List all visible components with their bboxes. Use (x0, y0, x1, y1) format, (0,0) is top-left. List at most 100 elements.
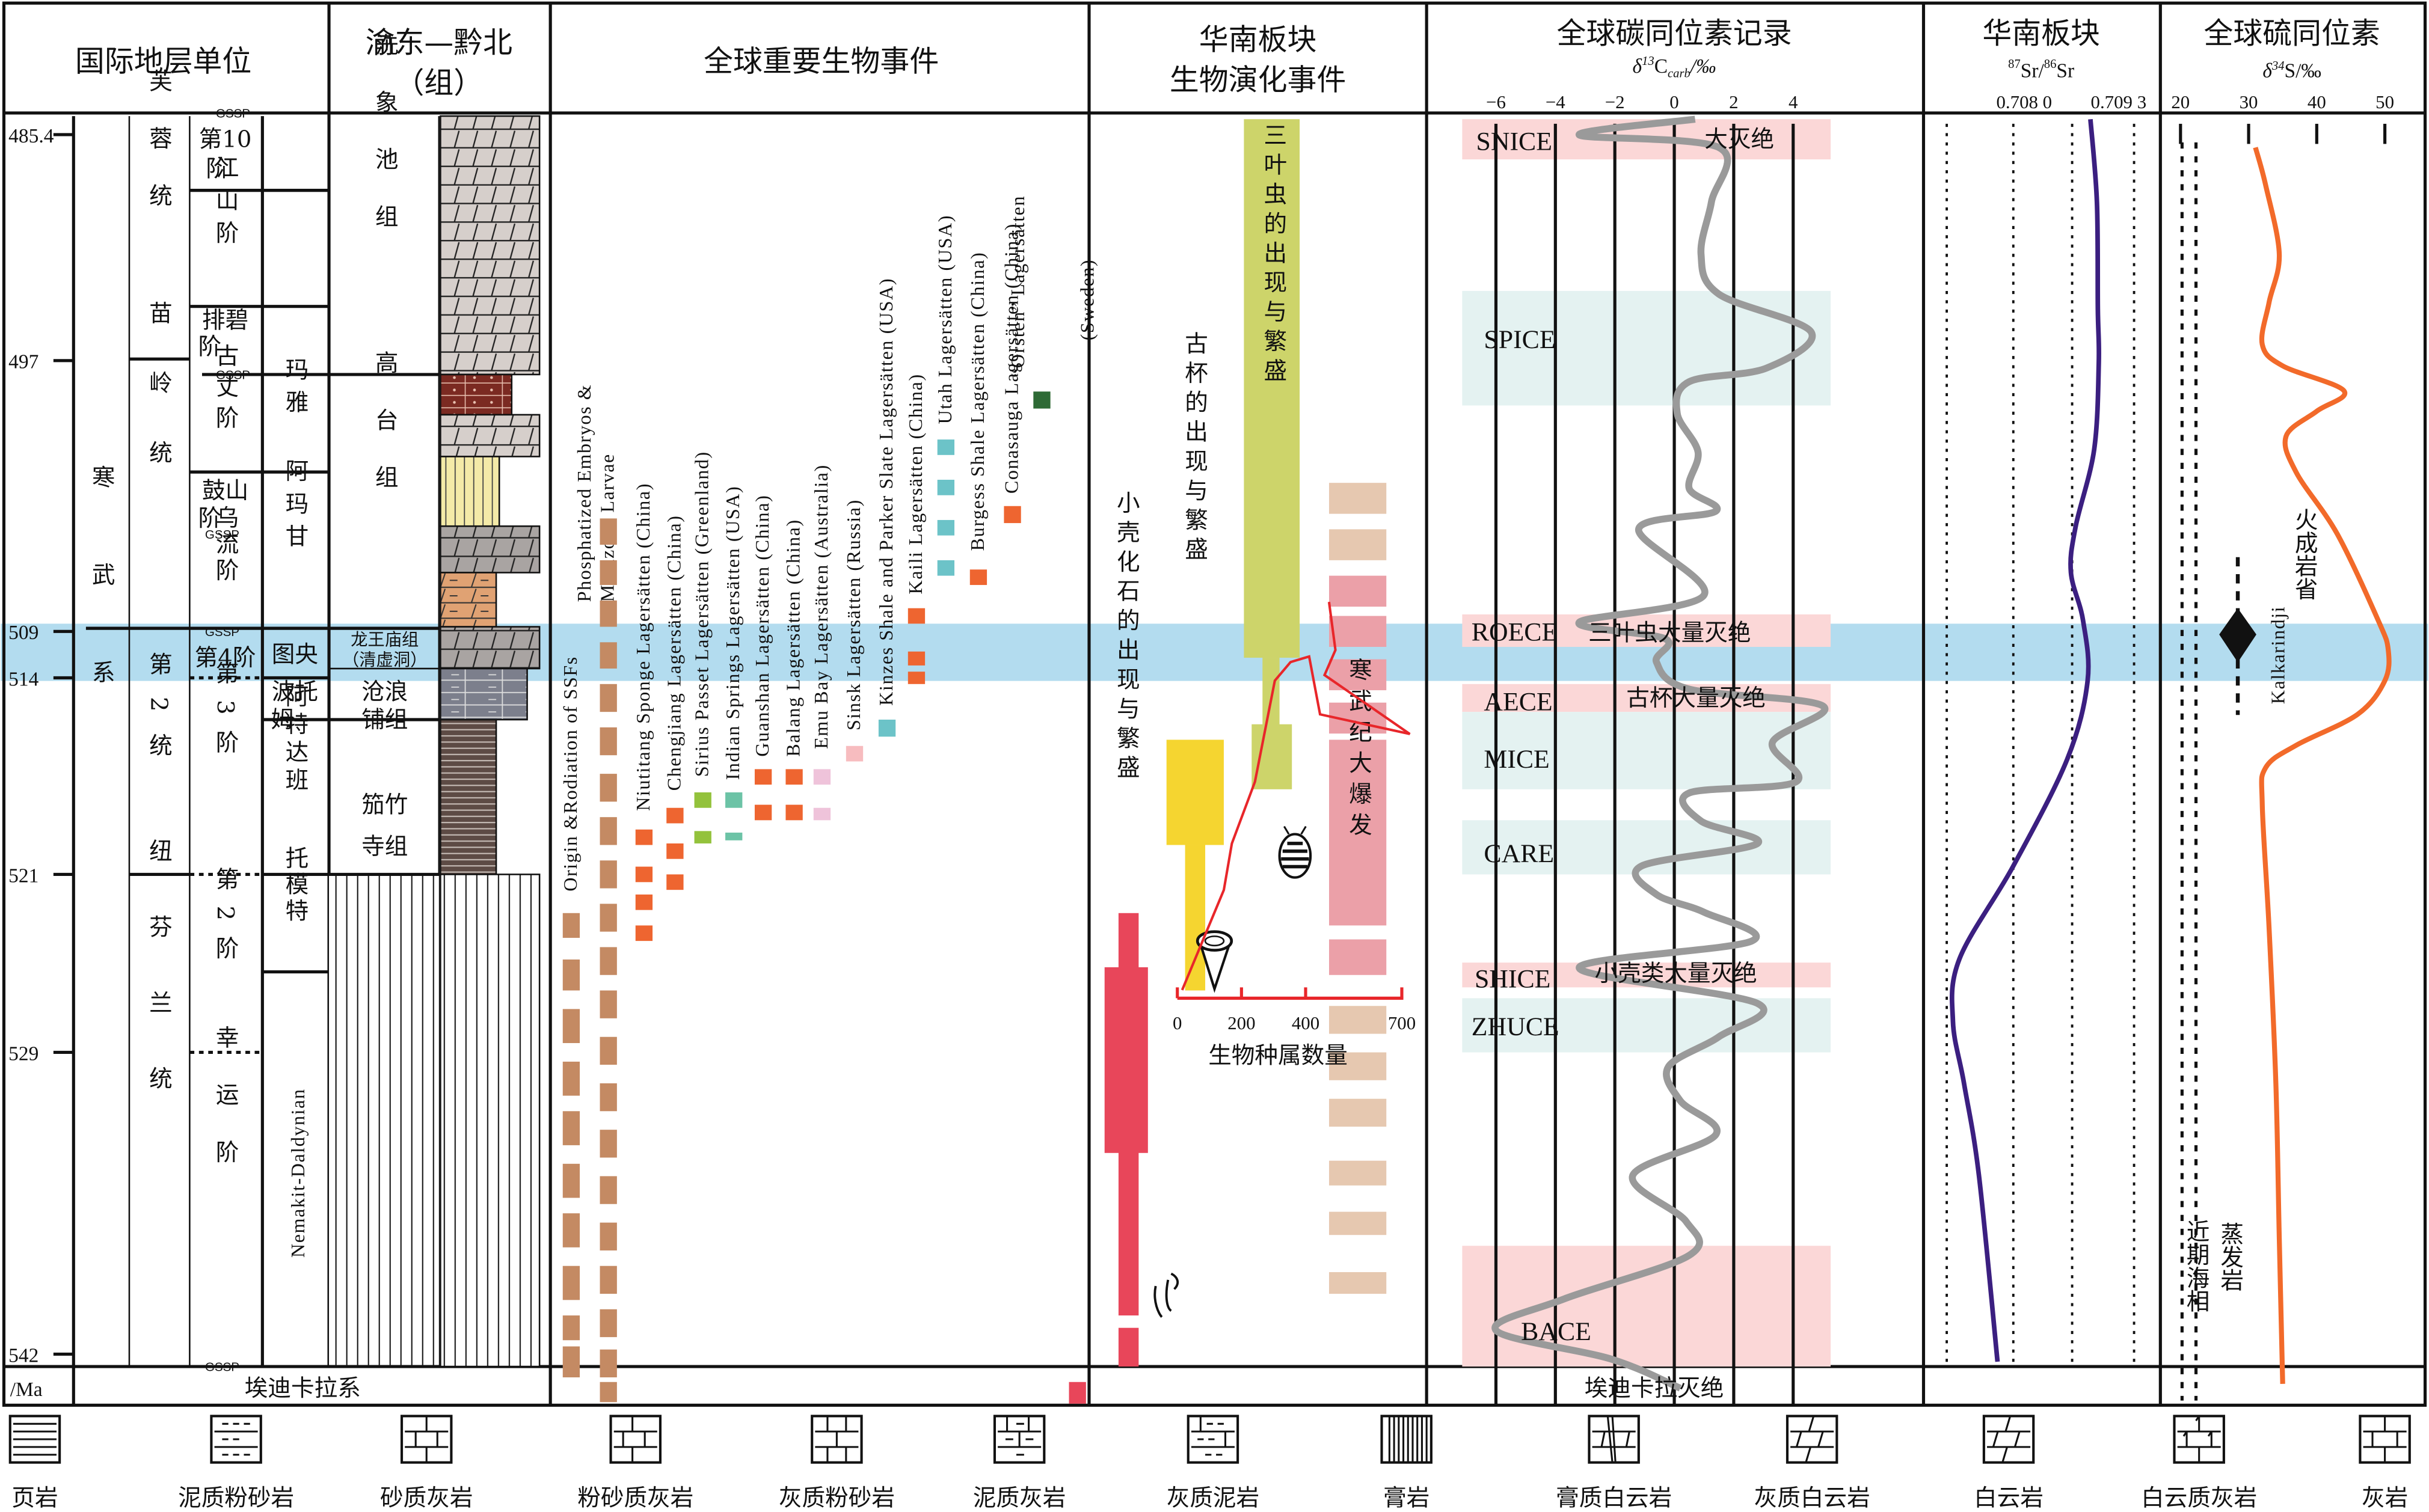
event-range-bar (754, 769, 772, 785)
richness-tick-label: 200 (1227, 1012, 1255, 1033)
excursion-label: SNICE (1476, 127, 1552, 156)
event-item: Burgess Shale Lagersätten (China) (966, 252, 988, 586)
legend-item: 白云质灰岩 (2141, 1415, 2257, 1512)
event-range-bar (635, 866, 653, 883)
event-range-bar (937, 480, 955, 495)
gssp-label: GSSP (205, 1360, 239, 1374)
evaporite-label-2: 蒸发岩 (2217, 1222, 2244, 1291)
event-item: Kaili Lagersätten (China) (904, 373, 926, 684)
ediacaran-extinction-label: 埃迪卡拉灭绝 (1585, 1375, 1724, 1402)
sr-tick-label: 0.708 0 (1996, 91, 2052, 112)
gssp-label: GSSP (205, 528, 239, 542)
event-item: Sinsk Lagersätten (Russia) (843, 499, 864, 762)
lithology-symbol-icon (609, 1415, 662, 1464)
sulfur-axis-unit: δ34S/‰ (2262, 60, 2321, 82)
stage-paibian: 排碧 (202, 307, 248, 334)
age-label: 485.4 (8, 125, 54, 147)
event-range-bar (600, 518, 617, 545)
age-unit: /Ma (10, 1379, 43, 1401)
legend-item: 灰岩 (2359, 1415, 2411, 1512)
legend-item: 泥质灰岩 (973, 1415, 1066, 1512)
extinction-note: 小壳类大量灭绝 (1594, 960, 1757, 987)
header-carbon: 全球碳同位素记录 (1556, 16, 1792, 51)
ssf-label: 小壳化石的出现与繁盛 (1113, 491, 1140, 785)
event-range-bar (907, 672, 926, 684)
legend-label: 砂质灰岩 (380, 1485, 473, 1512)
event-range-bar (846, 745, 864, 762)
explosion-box (1328, 1006, 1387, 1034)
regional-amgan: 阿玛甘 (281, 459, 309, 556)
explosion-box (1328, 1211, 1387, 1235)
trilobite-label: 三叶虫的出现与繁盛 (1260, 123, 1287, 388)
legend-label: 白云质灰岩 (2141, 1485, 2257, 1512)
gypsum-fill (329, 876, 439, 1365)
carbon-tick-label: −4 (1546, 91, 1565, 112)
event-label: Conasauga Lagersätten (China) (1001, 223, 1022, 494)
legend-label: 页岩 (11, 1485, 58, 1512)
legend-item: 灰质白云岩 (1754, 1415, 1870, 1512)
explosion-box (1328, 939, 1387, 975)
event-item: Niutitang Sponge Lagersätten (China) (632, 483, 654, 941)
sr-tick-label: 0.709 3 (2091, 91, 2147, 112)
lithology-symbol-pattern (1592, 1416, 1636, 1463)
event-label: “Orsten” Lagersätten (1007, 195, 1028, 378)
lithology-symbol-pattern (998, 1416, 1042, 1456)
event-range-bar (694, 831, 711, 843)
sr-axis-unit: 87Sr/86Sr (2008, 58, 2074, 82)
excursion-label: MICE (1484, 745, 1549, 774)
event-range-bar (725, 792, 743, 808)
regional-toyonian: 图央 (272, 641, 318, 669)
stage-2: 第2阶 (212, 867, 239, 975)
excursion-band-zhuce (1462, 998, 1831, 1053)
lip-diamond-icon (2219, 608, 2256, 663)
event-range-bar (600, 727, 617, 756)
event-range-bar (907, 651, 926, 666)
carbon-isotope-curve (1491, 115, 1829, 1392)
header-row: 国际地层单位 渝东—黔北 （组） 全球重要生物事件 华南板块 生物演化事件 全球… (75, 16, 2380, 100)
lithology-column (440, 115, 541, 1368)
age-label: 514 (8, 668, 38, 690)
evaporite-label-1: 近期海相 (2182, 1219, 2209, 1312)
legend-label: 灰岩 (2362, 1485, 2408, 1512)
system-cambrian: 寒武系 (88, 465, 115, 758)
richness-tick-label: 700 (1388, 1012, 1416, 1033)
event-range-bar (562, 1061, 580, 1096)
explosion-box (1328, 575, 1387, 607)
event-range-bar (1033, 391, 1051, 409)
excursion-label: BACE (1521, 1317, 1591, 1346)
header-sr: 华南板块 (1982, 16, 2100, 51)
ssf-range-bar-thick (1104, 967, 1148, 1153)
carbon-tick-label: 4 (1789, 91, 1798, 112)
extinction-note: 三叶虫大量灭绝 (1588, 620, 1751, 647)
series-terreneuvian: 纽芬兰统 (145, 839, 172, 1142)
sulfur-tick-label: 20 (2171, 91, 2190, 112)
intl-units: 寒武系 芙蓉统 苗岭统 第2统 纽芬兰统 第10 阶 江山阶 排碧 阶 古丈阶 … (88, 69, 318, 1258)
explosion-box (1328, 1272, 1387, 1294)
event-label: Sirius Passet Lagersätten (Greenland) (691, 451, 713, 777)
series-miaolingian: 苗岭统 (145, 301, 172, 510)
event-label: Emu Bay Lagersätten (Australia) (810, 464, 832, 749)
event-item: Guanshan Lagersätten (China) (751, 495, 773, 821)
legend-label: 泥质粉砂岩 (178, 1485, 294, 1512)
lithology-symbol-pattern (2363, 1416, 2407, 1463)
formation-gaotai: 高台组 (371, 350, 398, 522)
event-range-bar (666, 874, 684, 890)
frame (2, 1, 2427, 1407)
formations: 洗象池组 高台组 龙王庙组 （清虚洞） 沧浪 铺组 笳竹 寺组 埃迪卡拉系 (245, 32, 439, 1402)
excursion-band-roece (1462, 614, 1831, 647)
formation-qiongzhusi: 笳竹 (361, 791, 408, 818)
event-label: (Sweden) (1076, 259, 1098, 341)
legend-item: 泥质粉砂岩 (178, 1415, 294, 1512)
lithology-legend: 页岩泥质粉砂岩砂质灰岩粉砂质灰岩灰质粉砂岩泥质灰岩灰质泥岩膏岩膏质白云岩灰质白云… (8, 1415, 2411, 1512)
formation-qiongzhusi-suffix: 寺组 (361, 833, 408, 860)
event-range-bar (562, 1315, 580, 1341)
gssp-label: GSSP (216, 369, 250, 382)
